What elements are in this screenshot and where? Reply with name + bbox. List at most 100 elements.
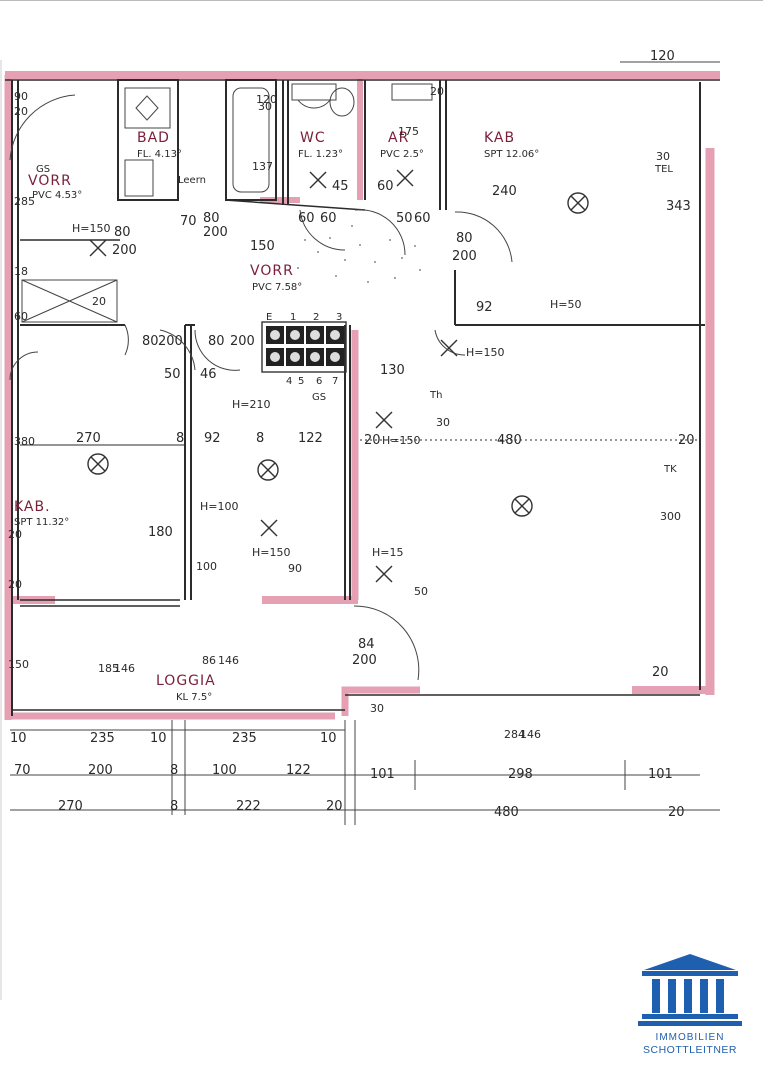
dimension-label: 285	[14, 195, 35, 208]
dimension-label: 270	[76, 431, 101, 446]
dimension-label: 20	[678, 433, 695, 448]
dimension-label: 120	[256, 93, 277, 106]
dimension-label: 20	[8, 578, 22, 591]
dimension-label: 60	[377, 179, 394, 194]
dimension-label: 200	[158, 334, 183, 349]
dimension-label: 120	[650, 49, 675, 64]
dimension-label: 80	[142, 334, 159, 349]
height-label: H=100	[200, 500, 238, 513]
dimension-label: 185	[98, 662, 119, 675]
room-info: FL. 1.23°	[298, 149, 343, 160]
dimension-label: 300	[660, 510, 681, 523]
dimension-label: 100	[196, 560, 217, 573]
height-label: H=150	[252, 546, 290, 559]
room-info: PVC 7.58°	[252, 282, 302, 293]
dimension-label: 70	[14, 763, 31, 778]
ceiling-lamps	[87, 192, 589, 517]
dimension-label: 8	[176, 431, 184, 446]
dimension-label: 122	[298, 431, 323, 446]
dimension-label: 90	[14, 90, 28, 103]
dimension-label: 146	[114, 662, 135, 675]
label-th: Th	[429, 390, 442, 401]
dimension-label: 80	[208, 334, 225, 349]
room-info: PVC 2.5°	[380, 149, 424, 160]
dimension-label: 18	[14, 265, 28, 278]
dimension-label: 150	[8, 658, 29, 671]
panel-label: 6	[316, 376, 322, 387]
company-logo: IMMOBILIEN SCHOTTLEITNER	[626, 950, 754, 1056]
dimension-label: 200	[352, 653, 377, 668]
dimension-label: 8	[256, 431, 264, 446]
outlet-marks	[89, 169, 458, 583]
dimension-label: 200	[203, 225, 228, 240]
dimension-label: 8	[170, 799, 178, 814]
dimension-label: 30	[370, 702, 384, 715]
label-tel: TEL	[654, 164, 673, 175]
dimension-label: 80	[203, 211, 220, 226]
dimension-label: 298	[508, 767, 533, 782]
dimension-label: 60	[14, 310, 28, 323]
room-info: SPT 11.32°	[14, 517, 69, 528]
label-gs: GS	[36, 164, 50, 175]
room-name: WC	[300, 130, 326, 146]
room-vorr-left: VORR PVC 4.53°	[28, 173, 82, 201]
panel-label: 5	[298, 376, 304, 387]
panel-label: E	[266, 312, 272, 323]
logo-temple-icon	[638, 954, 742, 1026]
dimension-label: 70	[180, 214, 197, 229]
dimension-label: 146	[218, 654, 239, 667]
dimension-label: 60	[320, 211, 337, 226]
dimension-label: 50	[396, 211, 413, 226]
dimension-label: 20	[8, 528, 22, 541]
dimension-label: 45	[332, 179, 349, 194]
height-label: H=210	[232, 398, 270, 411]
label-leern: Leern	[178, 175, 206, 186]
room-info: FL. 4.13°	[137, 149, 182, 160]
dimension-label: 200	[88, 763, 113, 778]
dimension-label: 46	[200, 367, 217, 382]
dimension-label: 480	[497, 433, 522, 448]
dimension-label: 30	[436, 416, 450, 429]
dimension-label: 122	[286, 763, 311, 778]
dimension-label: 200	[452, 249, 477, 264]
room-kab-left: KAB. SPT 11.32°	[14, 499, 69, 528]
dimension-label: 30	[258, 100, 272, 113]
height-label: H=150	[382, 434, 420, 447]
interior-walls	[5, 79, 720, 716]
label-tk: TK	[663, 464, 677, 475]
dimension-label: 200	[112, 243, 137, 258]
duct-hatch	[21, 279, 118, 323]
dimension-label: 20	[92, 295, 106, 308]
dimension-label: 30	[656, 150, 670, 163]
room-wc: WC FL. 1.23°	[298, 130, 343, 160]
room-kab-top: KAB SPT 12.06°	[484, 130, 539, 160]
dimension-label: 20	[364, 433, 381, 448]
dimension-label: 150	[250, 239, 275, 254]
dimension-label: 60	[414, 211, 431, 226]
dimension-label: 100	[212, 763, 237, 778]
dimension-label: 8	[170, 763, 178, 778]
dimension-label: 137	[252, 160, 273, 173]
room-name: VORR	[28, 173, 72, 189]
dimension-label: 20	[326, 799, 343, 814]
dimension-label: 101	[648, 767, 673, 782]
dimension-label: 222	[236, 799, 261, 814]
panel-label: 1	[290, 312, 296, 323]
room-bad: BAD FL. 4.13°	[137, 130, 182, 160]
kitchen-panel-labels: E 1 2 3 4 5 6 7	[266, 312, 342, 387]
room-name: VORR	[250, 263, 294, 279]
dimension-label: 175	[398, 125, 419, 138]
dimension-label: 86	[202, 654, 216, 667]
dimension-label: 92	[204, 431, 221, 446]
logo-line-1: IMMOBILIEN	[655, 1032, 725, 1043]
room-loggia: LOGGIA KL 7.5°	[156, 673, 216, 703]
room-name: LOGGIA	[156, 673, 216, 689]
dimension-label: 20	[652, 665, 669, 680]
dimension-label: 90	[288, 562, 302, 575]
dimension-row-3: 270 8 222 20 480 20	[58, 799, 685, 820]
panel-label: 7	[332, 376, 338, 387]
height-label: H=50	[550, 298, 582, 311]
room-vorr-center: VORR PVC 7.58°	[250, 263, 302, 293]
dimension-label: 130	[380, 363, 405, 378]
